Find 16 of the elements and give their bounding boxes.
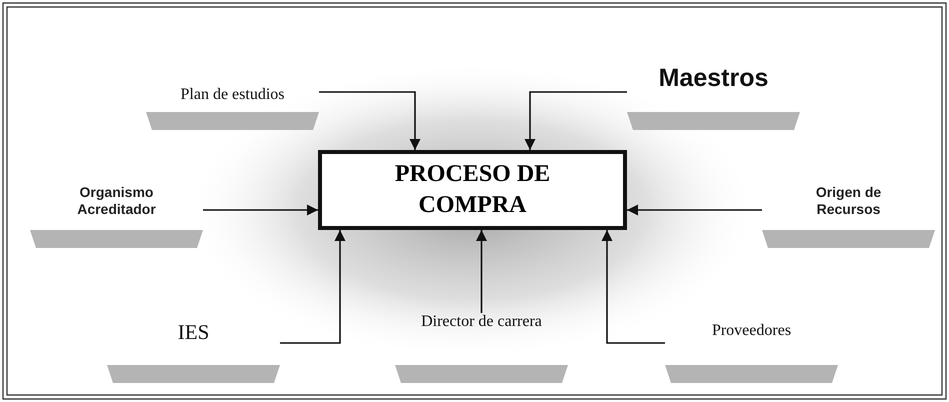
arrow xyxy=(203,204,318,216)
arrow xyxy=(627,204,762,216)
arrow xyxy=(476,230,488,313)
input-label: Maestros xyxy=(658,64,768,93)
process-title: PROCESO DE COMPRA xyxy=(394,160,552,220)
arrow xyxy=(319,91,421,150)
arrow xyxy=(524,91,627,150)
input-label: Proveedores xyxy=(712,322,792,340)
process-box xyxy=(318,150,627,230)
arrow xyxy=(601,230,665,344)
input-label: Organismo Acreditador xyxy=(76,184,157,218)
input-label: Plan de estudios xyxy=(180,86,284,104)
input-label: IES xyxy=(178,320,210,345)
arrow xyxy=(280,230,346,344)
input-label: Director de carrera xyxy=(421,313,542,332)
input-label: Origen de Recursos xyxy=(814,184,882,218)
